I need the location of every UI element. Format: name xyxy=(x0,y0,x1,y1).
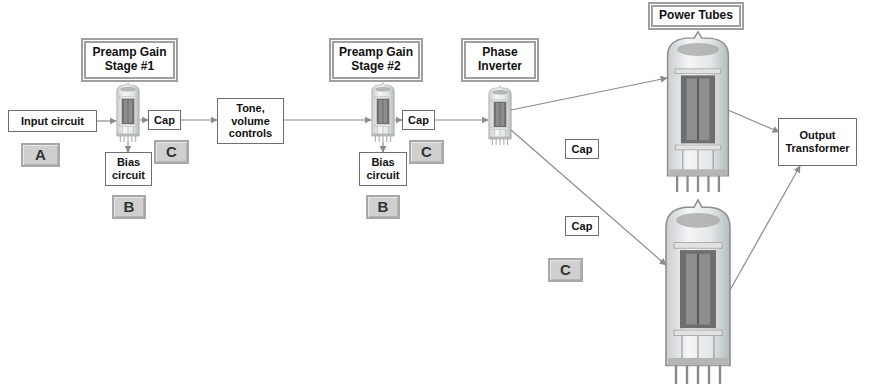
letter-tag: C xyxy=(409,140,444,164)
signal-wire xyxy=(511,78,667,110)
signal-wire xyxy=(728,110,779,132)
node-text: Bias circuit xyxy=(363,156,403,181)
signal-wire xyxy=(435,119,488,120)
node-text: C xyxy=(166,143,177,160)
component-box: Cap xyxy=(565,216,599,236)
component-box: Bias circuit xyxy=(105,152,152,186)
node-text: Bias circuit xyxy=(109,156,148,181)
bias-wire xyxy=(127,142,128,152)
stage-label: Preamp Gain Stage #1 xyxy=(81,38,178,82)
node-text: Output Transformer xyxy=(782,129,853,154)
stage-label: Power Tubes xyxy=(648,2,744,30)
node-text: Cap xyxy=(572,220,593,233)
component-box: Output Transformer xyxy=(778,118,857,166)
letter-tag: B xyxy=(366,195,400,219)
node-text: Input circuit xyxy=(21,115,84,128)
component-box: Tone, volume controls xyxy=(217,98,284,144)
node-text: Cap xyxy=(572,143,593,156)
phase-inverter-tube xyxy=(489,86,511,145)
node-text: Tone, volume controls xyxy=(221,102,280,140)
component-box: Input circuit xyxy=(8,110,97,132)
stage-label: Phase Inverter xyxy=(461,38,539,82)
component-box: Cap xyxy=(402,110,435,130)
letter-tag: C xyxy=(154,140,189,164)
node-text: B xyxy=(124,198,135,215)
bias-wire xyxy=(382,142,383,152)
node-text: Cap xyxy=(154,114,175,127)
power-tube xyxy=(666,200,730,384)
component-box: Bias circuit xyxy=(359,152,407,186)
node-text: Cap xyxy=(408,114,429,127)
node-text: Preamp Gain Stage #2 xyxy=(337,46,415,74)
node-text: Preamp Gain Stage #1 xyxy=(89,46,170,74)
letter-tag: C xyxy=(548,258,583,282)
signal-wire xyxy=(395,119,402,120)
component-box: Cap xyxy=(565,139,599,159)
signal-wire xyxy=(730,166,800,290)
letter-tag: A xyxy=(21,143,60,167)
node-text: A xyxy=(35,146,46,163)
component-box: Cap xyxy=(148,110,181,130)
node-text: B xyxy=(378,198,389,215)
signal-wire xyxy=(283,119,371,120)
node-text: C xyxy=(421,143,432,160)
node-text: Phase Inverter xyxy=(469,46,531,74)
signal-connector xyxy=(181,119,217,120)
power-tube xyxy=(668,32,729,192)
node-text: C xyxy=(560,261,571,278)
preamp-tube xyxy=(372,83,394,142)
letter-tag: B xyxy=(112,195,146,219)
signal-wire xyxy=(140,119,148,120)
stage-label: Preamp Gain Stage #2 xyxy=(329,38,423,82)
node-text: Power Tubes xyxy=(659,9,733,23)
preamp-tube xyxy=(117,83,139,142)
signal-wire xyxy=(97,120,116,121)
signal-wire xyxy=(511,130,666,265)
